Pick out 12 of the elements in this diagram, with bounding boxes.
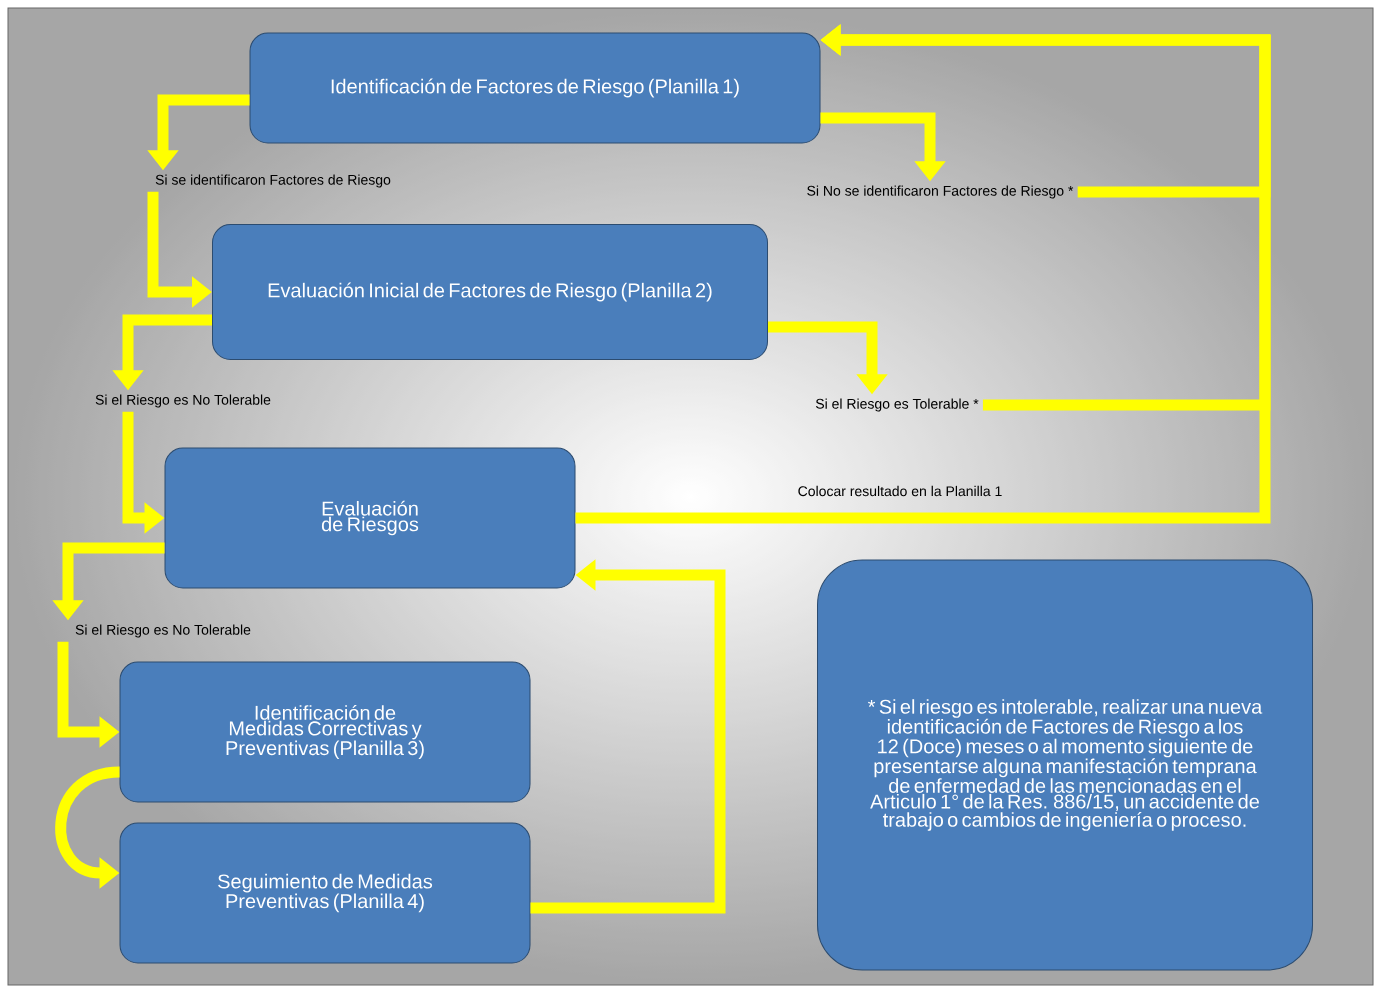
process-box: Identificación de Medidas Correctivas y Preventivas (Planilla 3) xyxy=(119,661,531,803)
process-box: Evaluación de Riesgos xyxy=(164,447,576,589)
condition-label: Si el Riesgo es Tolerable * xyxy=(815,398,979,412)
process-box: Identificación de Factores de Riesgo (Planilla 1) xyxy=(249,32,821,144)
process-box: Seguimiento de Medidas Preventivas (Planilla 4) xyxy=(119,822,531,964)
condition-label: Si No se identificaron Factores de Riesgo * xyxy=(807,185,1074,199)
condition-label: Si el Riesgo es No Tolerable xyxy=(75,624,251,638)
note-box: * Si el riesgo es intolerable, realizar una nueva identificación de Factores de Riesgo a los 12 (Doce) meses o al momento siguiente de presentarse alguna manifestación temprana de enfermedad de las mencionadas en el Articulo 1° de la Res. 886/15, un accidente de trabajo o cambios de ingeniería o proceso. xyxy=(817,559,1313,971)
condition-label: Si se identificaron Factores de Riesgo xyxy=(155,174,391,188)
process-box: Evaluación Inicial de Factores de Riesgo (Planilla 2) xyxy=(212,224,768,360)
edge-label: Colocar resultado en la Planilla 1 xyxy=(798,485,1002,497)
condition-label: Si el Riesgo es No Tolerable xyxy=(95,394,271,408)
